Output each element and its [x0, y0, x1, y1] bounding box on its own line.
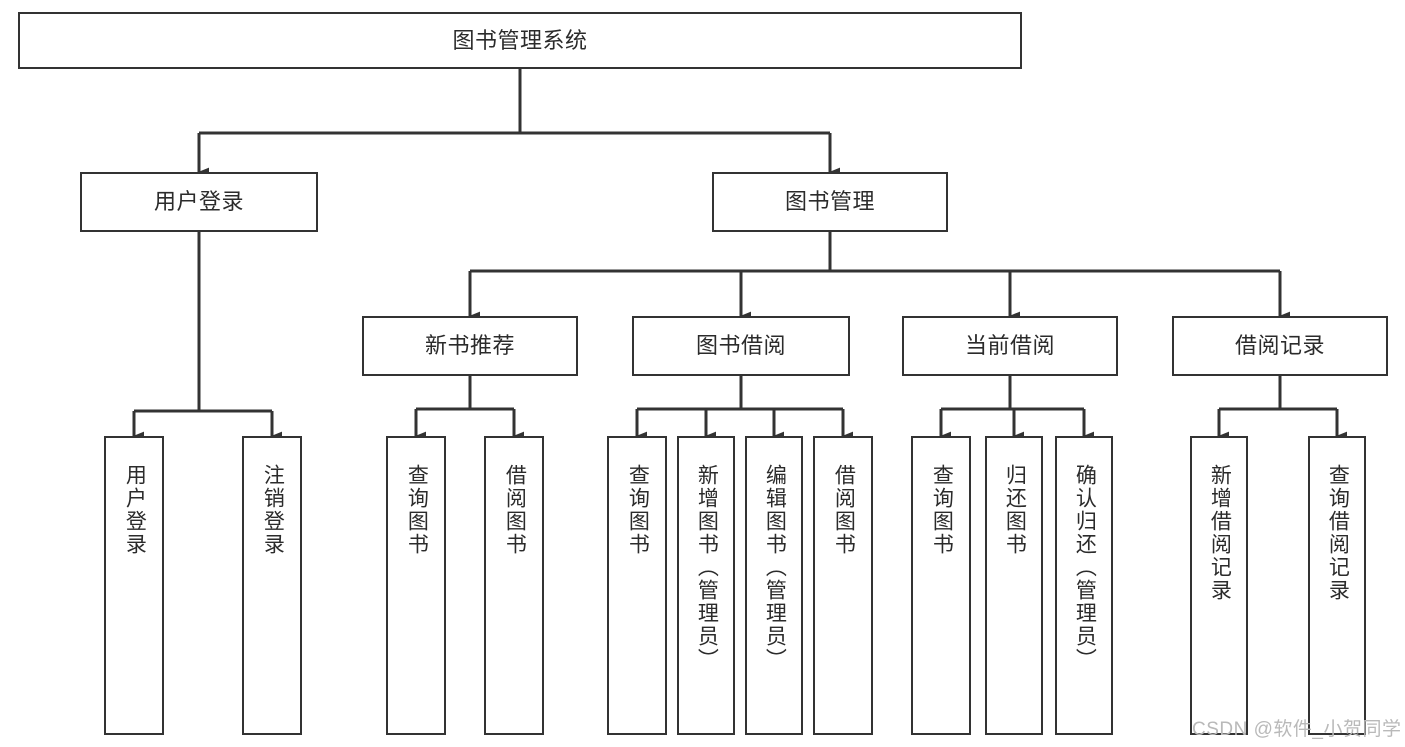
node-leaf-cur-confirm[interactable]: 确认归还（管理员） [1055, 436, 1113, 735]
node-leaf-user-login[interactable]: 用户登录 [104, 436, 164, 735]
node-label: 用户登录 [123, 464, 147, 556]
node-leaf-bor-borrow[interactable]: 借阅图书 [813, 436, 873, 735]
node-label: 借阅图书 [503, 464, 527, 556]
node-label: 图书管理系统 [452, 27, 588, 53]
node-l3-current[interactable]: 当前借阅 [902, 316, 1118, 376]
node-leaf-bor-edit[interactable]: 编辑图书（管理员） [745, 436, 803, 735]
node-l2-book[interactable]: 图书管理 [712, 172, 948, 232]
node-leaf-bor-query[interactable]: 查询图书 [607, 436, 667, 735]
node-leaf-new-borrow[interactable]: 借阅图书 [484, 436, 544, 735]
node-leaf-bor-add[interactable]: 新增图书（管理员） [677, 436, 735, 735]
node-label: 借阅记录 [1234, 333, 1325, 359]
node-label: 当前借阅 [964, 333, 1055, 359]
node-label: 图书借阅 [695, 333, 786, 359]
node-l3-newbook[interactable]: 新书推荐 [362, 316, 578, 376]
node-label: 查询图书 [930, 464, 954, 556]
node-label: 查询图书 [405, 464, 429, 556]
connector-group [132, 69, 1348, 441]
node-label: 新增图书（管理员） [695, 464, 719, 671]
node-leaf-rec-add[interactable]: 新增借阅记录 [1190, 436, 1248, 735]
node-label: 查询图书 [626, 464, 650, 556]
node-label: 注销登录 [261, 464, 285, 556]
node-l3-record[interactable]: 借阅记录 [1172, 316, 1388, 376]
node-l2-user[interactable]: 用户登录 [80, 172, 318, 232]
node-label: 确认归还（管理员） [1073, 464, 1097, 671]
node-label: 新增借阅记录 [1208, 464, 1232, 602]
node-leaf-new-query[interactable]: 查询图书 [386, 436, 446, 735]
node-root[interactable]: 图书管理系统 [18, 12, 1022, 69]
node-label: 编辑图书（管理员） [763, 464, 787, 671]
node-label: 归还图书 [1003, 464, 1027, 556]
node-leaf-cur-return[interactable]: 归还图书 [985, 436, 1043, 735]
node-leaf-user-logout[interactable]: 注销登录 [242, 436, 302, 735]
node-l3-borrow[interactable]: 图书借阅 [632, 316, 850, 376]
node-label: 用户登录 [153, 189, 244, 215]
node-leaf-cur-query[interactable]: 查询图书 [911, 436, 971, 735]
node-label: 图书管理 [784, 189, 875, 215]
node-label: 查询借阅记录 [1326, 464, 1350, 602]
node-leaf-rec-query[interactable]: 查询借阅记录 [1308, 436, 1366, 735]
node-label: 借阅图书 [832, 464, 856, 556]
node-label: 新书推荐 [424, 333, 515, 359]
